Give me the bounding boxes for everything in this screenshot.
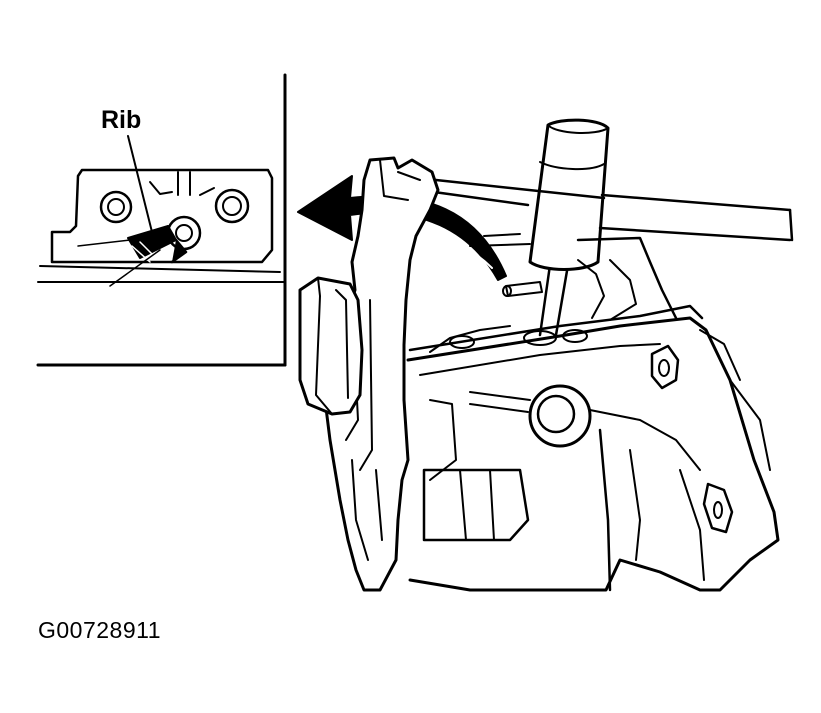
inset-right-bolt	[214, 188, 250, 224]
inset-bracket-plate	[50, 168, 274, 264]
case-round-boss	[528, 384, 592, 448]
rib-label: Rib	[101, 106, 142, 134]
case-main-body	[406, 316, 780, 592]
hammer-shaft	[538, 263, 570, 337]
figure-id: G00728911	[38, 617, 162, 643]
output-boss	[298, 276, 364, 416]
transmission-case	[298, 156, 780, 592]
inset-left-bolt	[99, 190, 133, 224]
hammer-handle	[598, 193, 792, 242]
inset-detail	[36, 73, 287, 367]
rib-leader-line	[127, 135, 153, 233]
hammer	[528, 118, 794, 337]
